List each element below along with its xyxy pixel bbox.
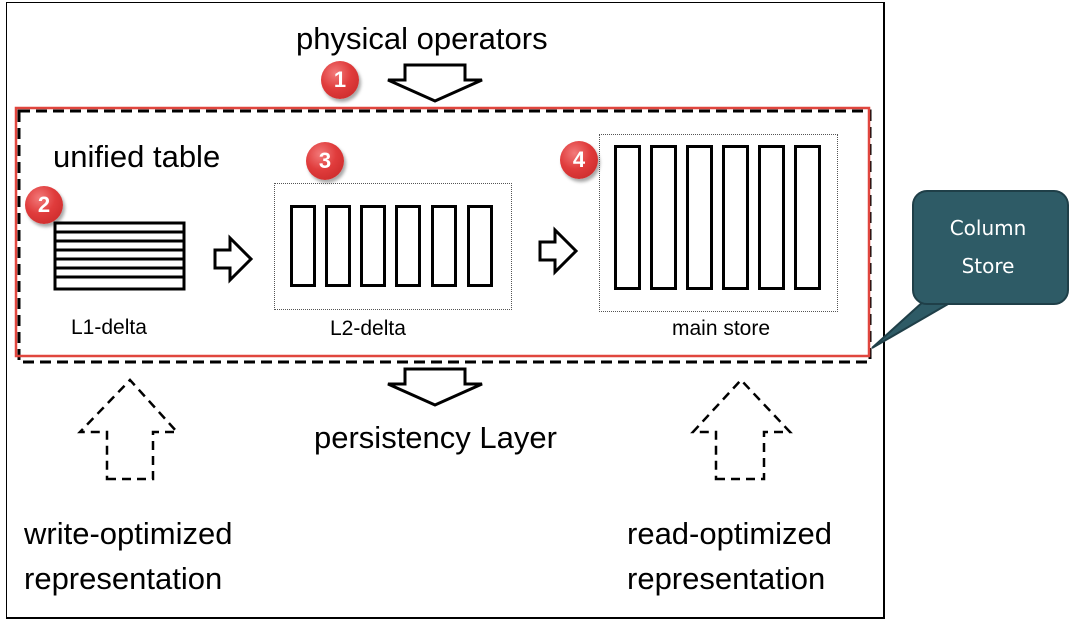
write-optimized-caption-line2: representation bbox=[24, 561, 223, 596]
callout-pointer bbox=[871, 299, 959, 349]
l2-column bbox=[431, 205, 457, 287]
down-arrow-top-icon bbox=[387, 63, 483, 103]
dashed-up-arrow-left-icon bbox=[77, 378, 180, 481]
callout-line2: Store bbox=[961, 254, 1015, 278]
callout-box bbox=[912, 190, 1069, 305]
l2-delta-label: L2-delta bbox=[330, 317, 406, 340]
persistency-layer-label: persistency Layer bbox=[314, 420, 557, 455]
diagram-frame bbox=[6, 2, 885, 619]
main-store-label: main store bbox=[672, 317, 771, 340]
physical-operators-label: physical operators bbox=[296, 21, 548, 56]
down-arrow-bottom-icon bbox=[387, 367, 483, 407]
badge-2: 2 bbox=[25, 186, 63, 224]
l2-column bbox=[360, 205, 386, 287]
main-store-column bbox=[794, 145, 821, 290]
l2-column bbox=[467, 205, 493, 287]
l2-column bbox=[395, 205, 421, 287]
badge-4: 4 bbox=[560, 141, 598, 179]
main-store-column bbox=[686, 145, 713, 290]
right-arrow-icon bbox=[213, 234, 254, 284]
main-store-column bbox=[650, 145, 677, 290]
main-store-column bbox=[614, 145, 641, 290]
unified-table-red-border bbox=[14, 106, 871, 358]
main-store-column bbox=[758, 145, 785, 290]
badge-1: 1 bbox=[321, 61, 359, 99]
l2-column bbox=[325, 205, 351, 287]
l1-delta-rows-icon bbox=[53, 221, 186, 291]
main-store-container bbox=[599, 134, 838, 312]
l1-delta-label: L1-delta bbox=[71, 316, 147, 339]
read-optimized-caption-line1: read-optimized bbox=[627, 516, 833, 551]
l2-delta-container bbox=[274, 183, 512, 310]
dashed-up-arrow-right-icon bbox=[690, 378, 793, 481]
unified-table-label: unified table bbox=[53, 139, 221, 174]
badge-3: 3 bbox=[306, 142, 344, 180]
write-optimized-caption-line1: write-optimized bbox=[24, 516, 233, 551]
callout-line1: Column bbox=[949, 216, 1027, 240]
l2-column bbox=[290, 205, 316, 287]
read-optimized-caption-line2: representation bbox=[627, 561, 826, 596]
main-store-column bbox=[722, 145, 749, 290]
right-arrow-icon bbox=[538, 226, 579, 276]
